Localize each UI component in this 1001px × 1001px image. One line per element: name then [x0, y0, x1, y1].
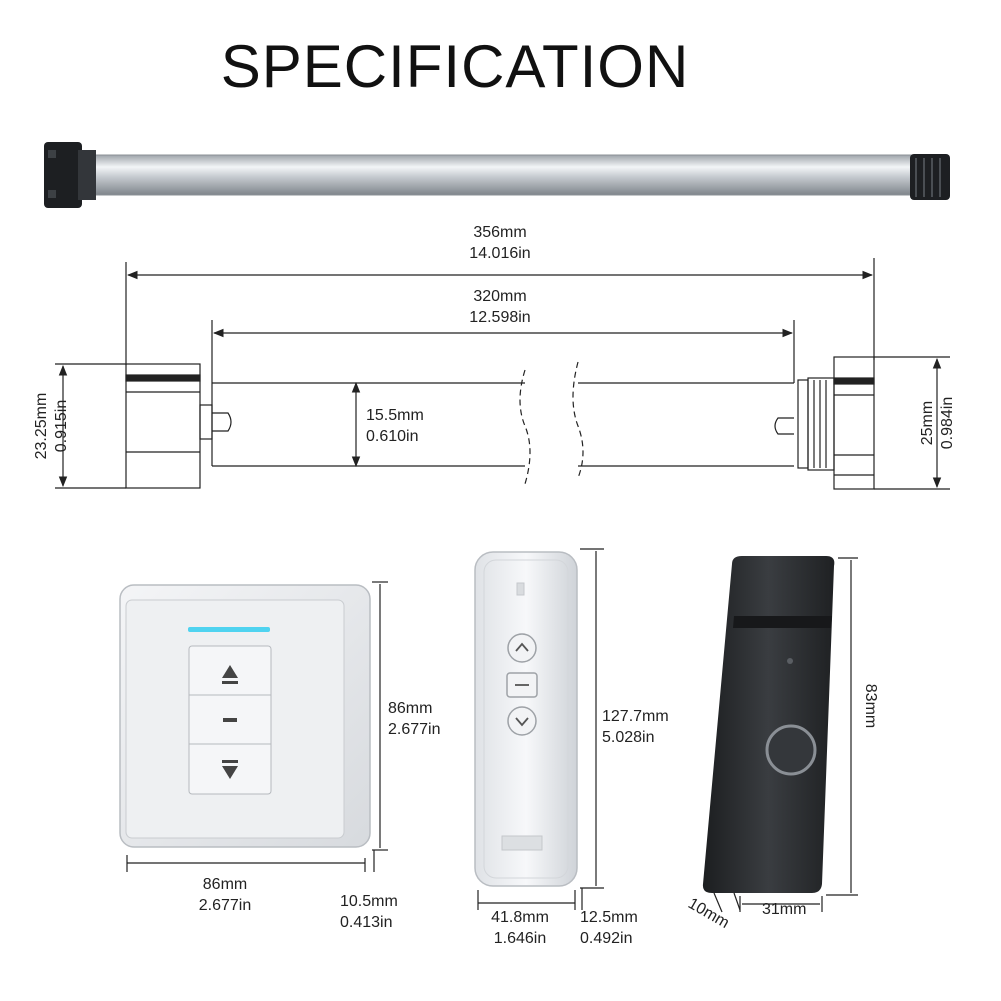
switch-width-mm: 86mm [202, 876, 248, 893]
remote-height-label: 127.7mm 5.028in [602, 706, 669, 748]
tube-diameter-label: 15.5mm 0.610in [366, 405, 424, 447]
page-title: SPECIFICATION [220, 33, 690, 100]
wall-switch [119, 584, 371, 848]
remote-height-mm: 127.7mm [602, 708, 669, 725]
switch-height-mm: 86mm [388, 700, 433, 717]
hub-width-label: 31mm [762, 901, 807, 918]
power-button-icon[interactable] [765, 724, 817, 776]
remote-depth-label: 12.5mm 0.492in [580, 907, 638, 949]
head-diameter-label: 23.25mm 0.915in [32, 366, 72, 486]
status-led [787, 658, 793, 664]
total-length-mm: 356mm [473, 224, 527, 241]
motor-end-gear-icon [910, 154, 950, 200]
end-diameter-in: 0.984in [939, 396, 956, 450]
chevron-down-icon[interactable] [507, 706, 537, 736]
remote-control [474, 551, 578, 887]
end-diameter-mm: 25mm [919, 400, 936, 446]
total-length-label: 356mm 14.016in [440, 222, 560, 264]
remote-depth-in: 0.492in [580, 930, 633, 947]
stop-icon[interactable] [223, 718, 237, 722]
switch-depth-label: 10.5mm 0.413in [340, 891, 398, 933]
switch-depth-in: 0.413in [340, 914, 393, 931]
end-diameter-label: 25mm 0.984in [918, 363, 958, 483]
remote-width-in: 1.646in [493, 930, 547, 947]
remote-width-mm: 41.8mm [491, 909, 549, 926]
motor-drawing [55, 258, 950, 490]
head-diameter-mm: 23.25mm [33, 392, 50, 460]
switch-width-in: 2.677in [198, 897, 252, 914]
switch-depth-mm: 10.5mm [340, 893, 398, 910]
switch-height-label: 86mm 2.677in [388, 698, 441, 740]
wall-switch-dimensions [126, 581, 388, 872]
stop-icon[interactable] [506, 672, 538, 698]
tube-diameter-mm: 15.5mm [366, 407, 424, 424]
tube-diameter-in: 0.610in [366, 428, 419, 445]
down-arrow-icon[interactable] [222, 760, 238, 779]
head-diameter-in: 0.915in [53, 399, 70, 453]
tube-length-mm: 320mm [473, 288, 527, 305]
hub-height-label: 83mm [862, 683, 879, 729]
motor-head-cap-icon [44, 142, 96, 208]
tube-length-label: 320mm 12.598in [440, 286, 560, 328]
switch-width-label: 86mm 2.677in [175, 874, 275, 916]
remote-height-in: 5.028in [602, 729, 655, 746]
hub-device [702, 556, 835, 893]
total-length-in: 14.016in [469, 245, 531, 262]
hub-dimensions [713, 557, 858, 913]
tube-length-in: 12.598in [469, 309, 531, 326]
remote-width-label: 41.8mm 1.646in [475, 907, 565, 949]
chevron-up-icon[interactable] [507, 633, 537, 663]
motor-photo [44, 142, 950, 208]
up-arrow-icon[interactable] [222, 665, 238, 684]
switch-height-in: 2.677in [388, 721, 441, 738]
indicator-light [188, 627, 270, 632]
remote-depth-mm: 12.5mm [580, 909, 638, 926]
remote-dimensions [477, 548, 604, 910]
